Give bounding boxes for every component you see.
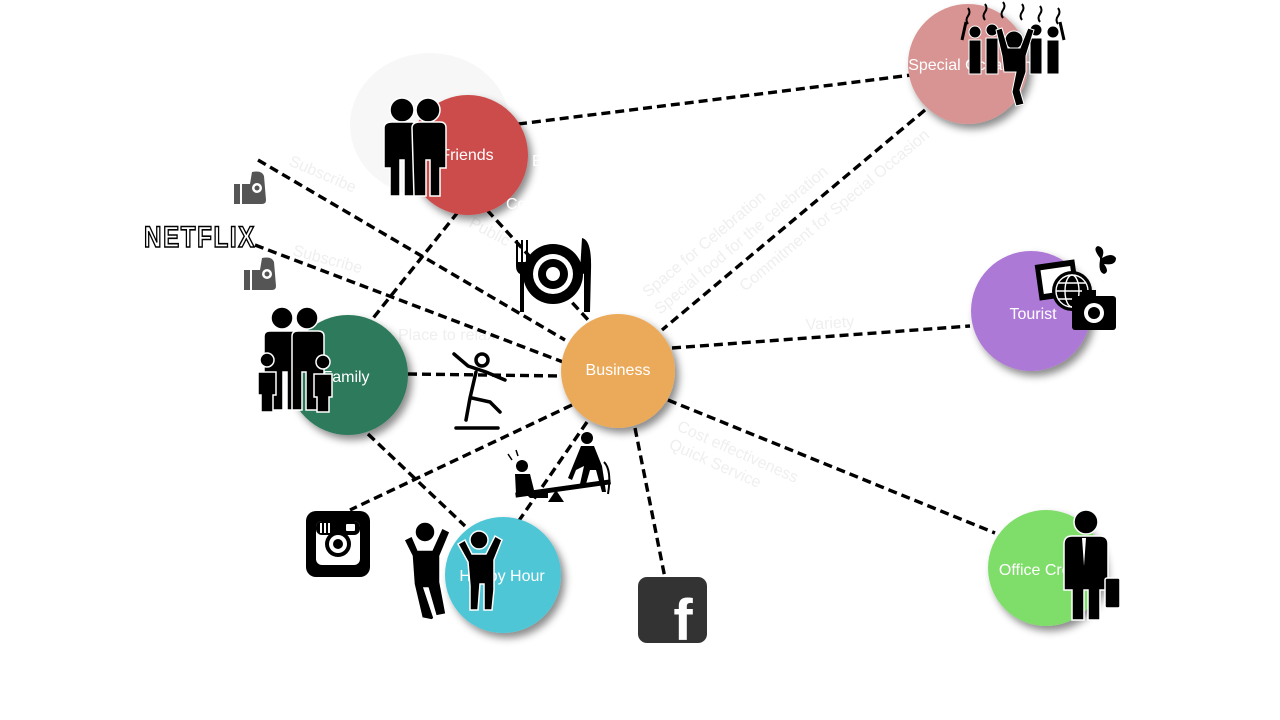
friends-side-text-3: Co [506, 196, 527, 213]
netflix-logo[interactable]: NETFLIX [143, 220, 256, 255]
thumbs-up-icon [234, 171, 266, 204]
tourist-label: Tourist [1009, 306, 1057, 323]
edge-family-business [407, 372, 563, 378]
facebook-icon[interactable]: f [638, 577, 707, 653]
node-business[interactable]: Business [561, 314, 675, 428]
friends-label: Friends [440, 147, 493, 164]
edge-label-subscribe-1: Subscribe [286, 153, 358, 196]
edge-business-office-crowd [667, 398, 996, 535]
cheering-people-icon [402, 521, 503, 621]
edge-label-place-to-relax: Place to relax [398, 327, 495, 344]
node-happy-hour[interactable]: Happy Hour [445, 517, 561, 633]
friends-side-text: E i Co [506, 153, 543, 213]
businessman-icon [1063, 509, 1121, 621]
travel-camera-globe-icon [1034, 246, 1116, 330]
edge-family-happy-hour [366, 432, 467, 528]
crowd-celebration-icon [960, 1, 1066, 107]
family-icon [257, 306, 333, 413]
instagram-icon[interactable] [306, 511, 370, 577]
family-label: Family [322, 369, 369, 386]
edges [254, 73, 996, 579]
plate-fork-knife-icon [516, 238, 592, 312]
edge-label-variety: Variety [805, 314, 855, 334]
two-people-icon [383, 97, 447, 197]
friends-side-text-2: i [538, 174, 542, 191]
edge-business-instagram [349, 403, 573, 512]
edge-business-facebook [633, 427, 667, 579]
facebook-letter: f [673, 588, 693, 653]
edge-friends-special-occasion [517, 73, 913, 126]
friends-side-text-1: E [532, 153, 543, 170]
edge-friends-family [368, 210, 460, 324]
business-circle [561, 314, 675, 428]
seesaw-kids-icon [507, 432, 611, 502]
edge-subscribe-business [257, 158, 566, 342]
edge-netflix-business [254, 243, 564, 364]
business-label: Business [586, 362, 651, 379]
edge-business-tourist [671, 324, 971, 350]
edge-special-occasion-business [660, 108, 927, 332]
thumbs-up-icon-2 [244, 257, 276, 290]
skater-icon [452, 352, 507, 430]
edge-business-happy-hour [516, 421, 589, 523]
